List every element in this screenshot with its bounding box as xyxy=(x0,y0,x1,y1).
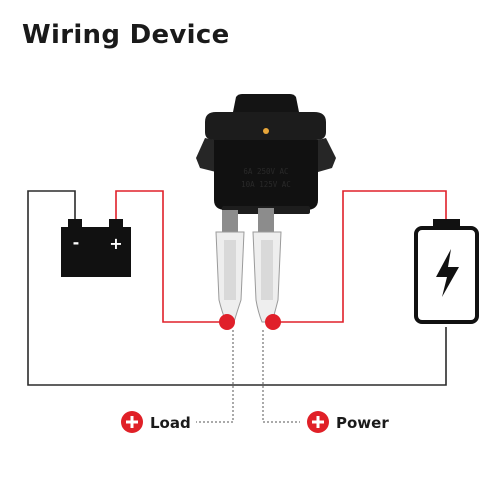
positive-wire-load xyxy=(115,190,226,323)
load-label: Load xyxy=(150,414,191,432)
battery-negative-sign: - xyxy=(73,233,80,252)
battery-positive-sign: + xyxy=(109,234,122,253)
lightning-bolt-icon xyxy=(436,249,459,297)
load-connection-dot xyxy=(219,314,235,330)
power-cell-icon xyxy=(414,219,479,324)
switch-rating-line1: 6A 250V AC xyxy=(243,167,288,176)
switch-rating-line2: 10A 125V AC xyxy=(241,180,291,189)
battery-icon: - + xyxy=(61,219,131,277)
page-title: Wiring Device xyxy=(22,20,230,50)
power-connection-dot xyxy=(265,314,281,330)
terminal-left xyxy=(215,210,245,323)
load-label-group: Load xyxy=(121,411,191,433)
negative-wire xyxy=(27,190,447,386)
rocker-switch: 6A 250V AC 10A 125V AC xyxy=(196,94,336,214)
power-label: Power xyxy=(336,414,389,432)
positive-wire-power xyxy=(274,190,447,323)
terminal-right xyxy=(252,208,282,323)
power-label-group: Power xyxy=(307,411,389,433)
label-leaders xyxy=(196,330,300,423)
